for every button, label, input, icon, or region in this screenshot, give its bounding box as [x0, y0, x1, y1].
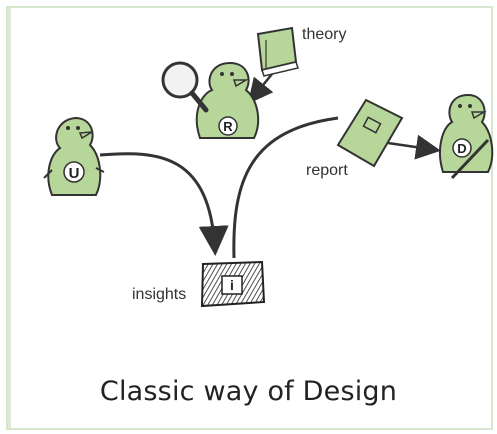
arrow-report-to-designer [387, 134, 441, 160]
researcher-letter: R [223, 119, 233, 134]
insights-icon: i [200, 260, 266, 308]
user-letter: U [69, 165, 80, 182]
user-figure [43, 116, 105, 196]
arrow-theory-to-researcher [247, 73, 274, 104]
insights-label: insights [132, 286, 187, 303]
book-icon [256, 26, 299, 77]
designer-figure [439, 93, 494, 180]
theory-label: theory [302, 26, 347, 43]
researcher-figure [195, 61, 260, 139]
designer-letter: D [457, 141, 466, 156]
left-margin-bar [8, 8, 11, 428]
arrow-user-to-insights [99, 152, 229, 256]
svg-text:i: i [230, 277, 234, 293]
report-label: report [306, 162, 348, 179]
diagram-caption: Classic way of Design [99, 376, 398, 407]
report-document-icon [336, 98, 404, 168]
arrow-insights-to-report [232, 116, 339, 259]
magnifier-icon [161, 61, 209, 113]
